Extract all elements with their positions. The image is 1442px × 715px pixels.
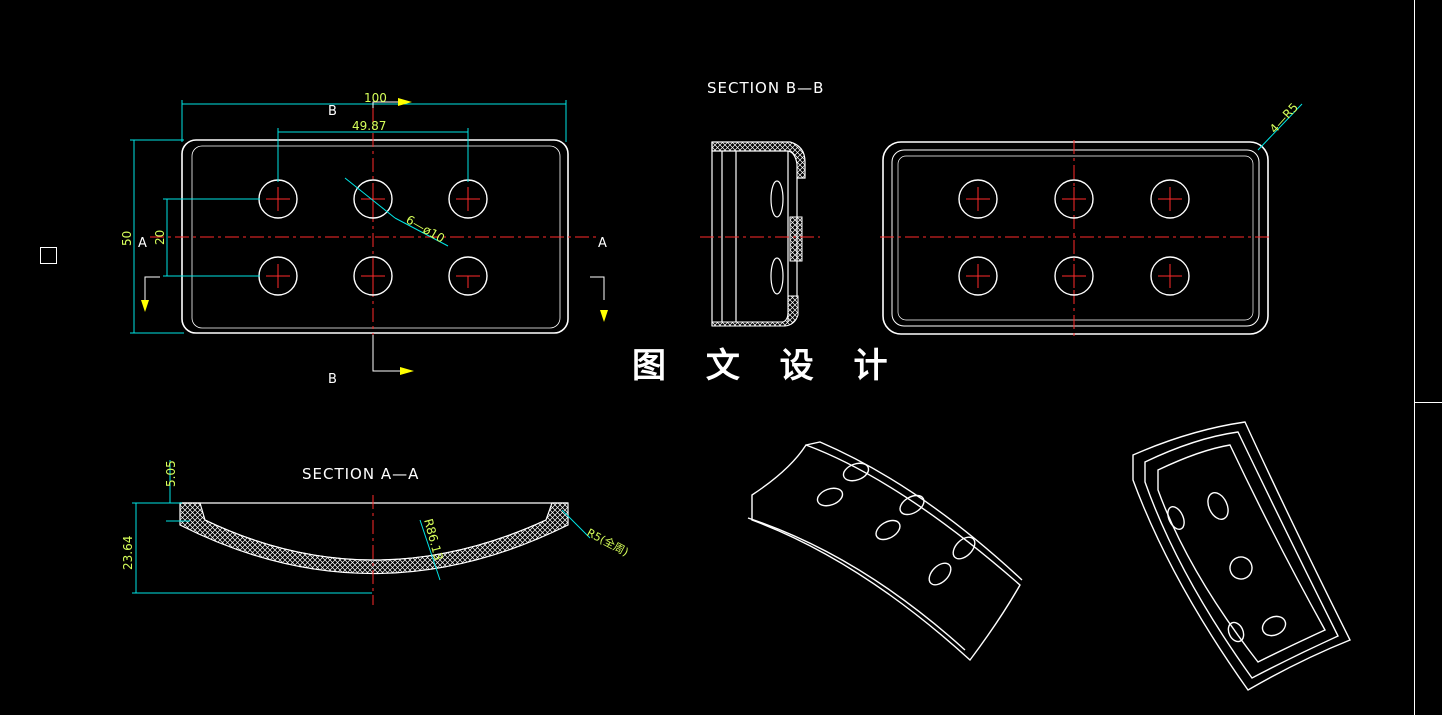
top-view: 100 49.87 50 20 6—ø10 A A B B bbox=[120, 91, 608, 387]
back-view-inner bbox=[891, 149, 1260, 327]
dim-flange: 5.05 bbox=[164, 460, 178, 487]
section-bb-hatch-top bbox=[711, 141, 806, 179]
hole bbox=[353, 256, 393, 296]
dim-hole-spacing: 49.87 bbox=[352, 119, 386, 133]
label-cut-a-left: A bbox=[138, 236, 147, 251]
label-cut-a-right: A bbox=[598, 236, 607, 251]
corner-radius-leader bbox=[1257, 103, 1303, 151]
section-b-cut bbox=[372, 101, 400, 372]
hole bbox=[1150, 256, 1190, 296]
hole bbox=[448, 256, 488, 296]
back-view-outer bbox=[882, 141, 1269, 335]
dim-holes: 6—ø10 bbox=[404, 212, 448, 245]
frame-right-border bbox=[1414, 0, 1415, 715]
back-view-inner-2 bbox=[897, 155, 1254, 321]
dim-arc-radius: R86.13 bbox=[421, 517, 446, 562]
section-bb-view: SECTION B—B bbox=[700, 79, 824, 327]
top-view-hole-centers bbox=[266, 187, 480, 288]
section-aa-hatch bbox=[179, 502, 569, 574]
back-view-hole-centers bbox=[966, 187, 1182, 288]
dim-depth: 23.64 bbox=[121, 536, 135, 570]
hole bbox=[1150, 179, 1190, 219]
hole bbox=[1054, 256, 1094, 296]
section-aa-dimensions bbox=[132, 460, 591, 594]
dim-width: 100 bbox=[364, 91, 387, 105]
pick-box-cursor bbox=[40, 247, 57, 264]
frame-tick bbox=[1414, 402, 1442, 403]
dim-edge-radius: R5(全周) bbox=[585, 525, 632, 559]
hole bbox=[353, 179, 393, 219]
dim-corner-radius: 4—R5 bbox=[1267, 100, 1301, 136]
section-bb-outline bbox=[711, 142, 798, 326]
section-aa-view: SECTION A—A 5.05 23.64 R86.13 R5(全周) bbox=[121, 460, 631, 605]
label-cut-b-top: B bbox=[328, 104, 337, 119]
isometric-view-back bbox=[1132, 421, 1351, 691]
section-bb-hatch-bottom bbox=[711, 295, 799, 327]
isometric-view-front bbox=[747, 441, 1023, 662]
section-bb-hatch-mid bbox=[789, 216, 803, 262]
section-aa-inner-arc bbox=[204, 519, 547, 561]
section-aa-title: SECTION A—A bbox=[302, 465, 419, 483]
section-a-cut bbox=[144, 276, 605, 300]
hole bbox=[958, 179, 998, 219]
dim-height: 50 bbox=[120, 231, 134, 246]
watermark: 图 文 设 计 bbox=[632, 346, 902, 386]
section-bb-title: SECTION B—B bbox=[707, 79, 824, 97]
dim-row-spacing: 20 bbox=[153, 230, 167, 245]
label-cut-b-bottom: B bbox=[328, 372, 337, 387]
back-view: 4—R5 bbox=[880, 100, 1303, 336]
top-view-dimensions bbox=[130, 100, 567, 334]
hole bbox=[958, 256, 998, 296]
hole bbox=[1054, 179, 1094, 219]
back-view-holes bbox=[958, 179, 1190, 296]
section-a-arrow bbox=[141, 300, 608, 322]
